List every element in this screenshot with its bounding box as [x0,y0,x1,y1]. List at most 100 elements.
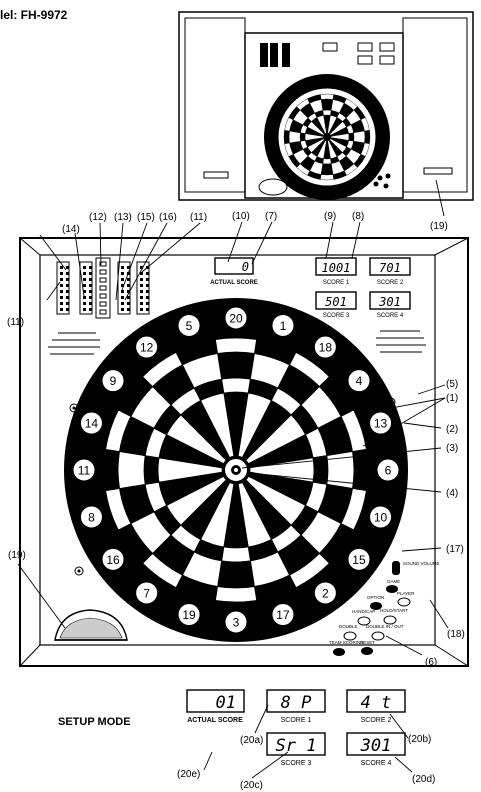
option-button[interactable] [370,602,382,610]
setup-score-1-display: 8_P [281,693,312,713]
number-badge [347,547,371,571]
score-4-label: SCORE 4 [377,313,404,319]
sound-volume-button[interactable] [392,561,400,575]
score-displays: 0 ACTUAL SCORE 1001 SCORE 1 701 SCORE 2 … [210,257,411,319]
tally-mark [89,272,92,275]
callout-12: (12) [89,212,107,223]
game-button[interactable] [386,585,398,593]
hold-start-label: HOLD/START [380,608,408,613]
tally-mark [140,266,143,269]
number-badge [177,603,201,627]
callout-20a: (20a) [240,735,263,746]
option-label: OPTION [367,595,384,600]
board-number: 20 [229,312,243,326]
tally-mark [66,284,69,287]
tally-mark [89,302,92,305]
setup-score-3-display: Sr 1 [276,736,317,756]
board-segment [214,586,258,603]
tally-mark [121,266,124,269]
callout-20d: (20d) [412,774,435,785]
cabinet-illustration [178,11,474,201]
callout-16: (16) [159,212,177,223]
number-badge [79,505,103,529]
tally-mark [66,290,69,293]
control-panel: SOUND VOLUME GAME OPTION PLAYER HANDICAP… [329,561,440,656]
tally-mark [66,302,69,305]
board-number: 6 [385,464,392,478]
board-number: 5 [186,319,193,333]
number-badge [135,335,159,359]
board-number: 3 [233,616,240,630]
model-label: lel: FH-9972 [0,8,68,22]
board-segment [348,132,355,142]
tally-mark [121,284,124,287]
setup-score-3-label: SCORE 3 [281,760,312,767]
reset-label: RESET [360,640,375,645]
score-2-label: SCORE 2 [377,280,404,286]
tally-mark [89,266,92,269]
number-badge [79,411,103,435]
callout-4: (4) [446,488,458,499]
tally-mark [127,302,130,305]
board-number: 2 [322,586,329,600]
tally-mark [66,272,69,275]
board-segment [221,377,251,394]
handicap-button[interactable] [357,616,371,626]
double-label: DOUBLE [339,624,358,629]
setup-score-4-label: SCORE 4 [361,760,392,767]
tally-mark [146,290,149,293]
callout-2: (2) [446,424,458,435]
tally-mark [127,284,130,287]
tally-mark [146,284,149,287]
board-number: 13 [374,417,388,431]
reset-button[interactable] [361,647,373,655]
center-tally-cell [99,301,107,307]
board-segment [221,546,251,563]
tally-mark [146,302,149,305]
hold-start-button[interactable] [383,615,397,625]
player-label: PLAYER [397,591,415,596]
tally-mark [121,278,124,281]
number-badge [135,581,159,605]
tally-mark [121,308,124,311]
board-segment [320,174,334,181]
tally-mark [146,296,149,299]
center-tally-cell [99,293,107,299]
tally-mark [83,296,86,299]
tally-mark [121,272,124,275]
number-badge [347,369,371,393]
callout-11-left: (11) [7,317,24,328]
number-badge [224,610,248,634]
number-badge [313,581,337,605]
number-badge [177,313,201,337]
tally-mark [146,278,149,281]
speaker-grilles [48,330,426,355]
callout-leaders [17,179,449,656]
board-number: 12 [140,341,154,355]
player-button[interactable] [397,597,411,607]
double-button[interactable] [343,631,357,641]
board-segment [322,109,332,116]
board-segment [322,158,332,165]
double-in-out-label: DOUBLE IN / OUT [366,624,404,629]
board-number: 14 [85,417,99,431]
board-segment [307,94,322,104]
setup-actual-display: _01 [205,693,236,713]
tally-mark [83,278,86,281]
game-label: GAME [387,579,400,584]
cricket-score-columns [56,257,150,319]
board-number: 10 [374,510,388,524]
tally-mark [140,278,143,281]
double-in-out-button[interactable] [371,631,385,641]
tally-mark [83,266,86,269]
number-badge [224,306,248,330]
tally-mark [121,302,124,305]
center-tally-cell [99,269,107,275]
team-scoring-button[interactable] [333,648,345,656]
handicap-label: HANDICAP [352,609,375,614]
board-segment [353,130,366,144]
tally-mark [89,296,92,299]
board-number: 1 [280,319,287,333]
tally-mark [83,308,86,311]
score-2-display: 701 [379,261,401,275]
